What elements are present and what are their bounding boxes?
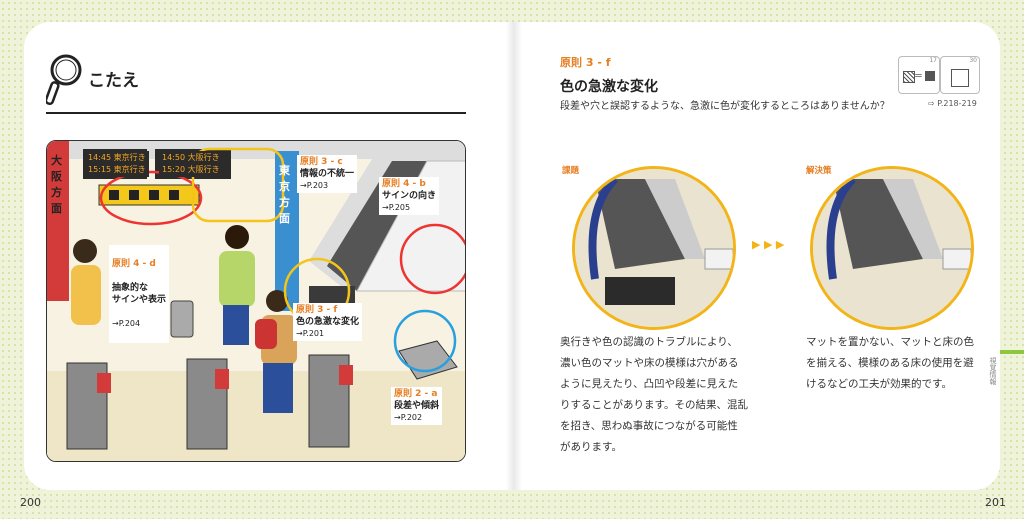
solution-label: 解決策 <box>806 166 832 176</box>
section-heading: 色の急激な変化 <box>560 79 658 95</box>
problem-illustration <box>572 166 736 330</box>
solid-swatch-icon <box>925 71 935 81</box>
board-left: 14:45 東京行き 15:15 東京行き <box>85 151 149 177</box>
principle-label: 原則 3 - f <box>560 56 611 69</box>
title-rule <box>46 112 466 114</box>
icon-number-1: 17 <box>929 57 937 64</box>
right-wall-sign: 東京方面 <box>279 164 290 225</box>
icon-cube-box: 30 <box>940 56 980 94</box>
problem-text: 奥行きや色の認識のトラブルにより、 濃い色のマットや床の模様は穴がある ように見… <box>560 336 748 453</box>
problem-label: 課題 <box>562 166 580 176</box>
page-title: こたえ <box>88 71 139 91</box>
page-number-left: 200 <box>20 496 41 509</box>
page-number-right: 201 <box>985 496 1006 509</box>
callout-2a: 原則 2 - a 段差や傾斜 →P.202 <box>391 387 443 425</box>
page-reference: ⇨ P.218-219 <box>928 99 977 108</box>
equals-sign: ＝ <box>914 72 924 82</box>
cube-icon <box>951 69 969 87</box>
station-illustration: 14:45 東京行き 15:15 東京行き 14:50 大阪行き 15:20 大… <box>46 140 466 462</box>
callout-3c: 原則 3 - c 情報の不統一 →P.203 <box>297 155 358 193</box>
hatched-swatch-icon <box>903 71 915 83</box>
left-wall-sign: 大阪方面 <box>51 154 62 215</box>
problem-escalator-scene <box>575 169 733 327</box>
icon-swatch-box: ＝ 17 <box>898 56 940 94</box>
book-gutter <box>506 22 522 490</box>
callout-3f: 原則 3 - f 色の急激な変化 →P.201 <box>293 303 363 341</box>
solution-text: マットを置かない、マットと床の色 を揃える、模様のある床の使用を避 けるなどの工… <box>806 336 974 390</box>
callout-4d: 原則 4 - d 抽象的な サインや表示 →P.204 <box>109 245 170 343</box>
icon-number-2: 30 <box>969 57 977 64</box>
magnifier-icon <box>46 54 82 106</box>
side-tab <box>1000 350 1024 354</box>
side-tab-label: 視覚情報 <box>989 357 997 385</box>
section-subheading: 段差や穴と誤認するような、急激に色が変化するところはありませんか？ <box>560 101 890 112</box>
solution-escalator-scene <box>813 169 971 327</box>
solution-illustration <box>810 166 974 330</box>
board-right: 14:50 大阪行き 15:20 大阪行き <box>159 151 223 177</box>
arrows: ▶ ▶ ▶ <box>752 238 785 251</box>
icon-box: ＝ 17 30 <box>898 56 980 94</box>
callout-4b: 原則 4 - b サインの向き →P.205 <box>379 177 440 215</box>
